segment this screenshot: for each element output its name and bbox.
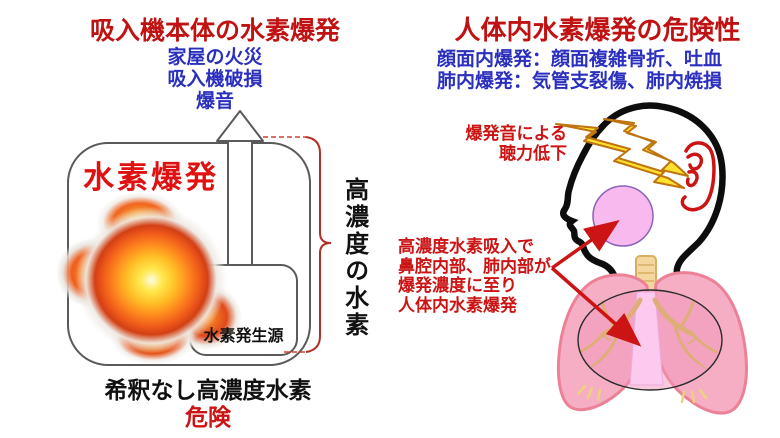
right-section-title: 人体内水素爆発の危険性 xyxy=(454,15,741,45)
lightning-icon xyxy=(555,118,689,189)
left-risk-item: 吸入機破損 xyxy=(167,68,263,90)
alveoli-icon xyxy=(576,384,708,404)
focus-ellipse xyxy=(577,289,723,391)
up-arrow-icon xyxy=(216,110,264,142)
bronchi-icon xyxy=(578,297,718,369)
right-risk-item: 顔面内爆発：顔面複雑骨折、吐血 xyxy=(437,49,723,70)
outlet-tube xyxy=(227,140,253,266)
pointer-arrow-cavity xyxy=(550,219,620,270)
lungs-icon xyxy=(556,271,748,415)
explosion-core xyxy=(64,202,232,358)
left-risk-item: 家屋の火災 xyxy=(167,47,263,68)
hearing-loss-note: 爆発音による 聴力低下 xyxy=(443,124,568,163)
internal-explosion-note: 高濃度水素吸入で 鼻腔内部、肺内部が 爆発濃度に至り 人体内水素爆発 xyxy=(398,237,551,315)
left-risk-item: 爆音 xyxy=(195,90,234,112)
brace-icon xyxy=(305,136,332,353)
oral-cavity-circle xyxy=(592,185,654,247)
ear-icon xyxy=(680,141,716,212)
hearing-note-line: 爆発音による xyxy=(465,124,568,143)
body-note-line: 爆発濃度に至り xyxy=(398,276,517,296)
left-risk-list: 家屋の火災 吸入機破損 爆音 xyxy=(55,47,375,113)
explosion-fireball-icon xyxy=(54,190,244,366)
bottom-caption: 希釈なし高濃度水素 xyxy=(104,377,312,403)
body-note-line: 人体内水素爆発 xyxy=(398,295,517,315)
left-section-title: 吸入機本体の水素爆発 xyxy=(89,17,340,45)
body-note-line: 高濃度水素吸入で xyxy=(398,237,534,256)
body-note-line: 鼻腔内部、肺内部が xyxy=(398,256,551,276)
right-risk-list: 顔面内爆発：顔面複雑骨折、吐血 肺内爆発：気管支裂傷、肺内焼損 xyxy=(437,49,772,93)
hydrogen-source-label: 水素発生源 xyxy=(203,328,284,345)
right-risk-item: 肺内爆発：気管支裂傷、肺内焼損 xyxy=(437,70,723,92)
explosion-label: 水素爆発 xyxy=(83,160,219,195)
danger-warning: 危険 xyxy=(185,404,231,430)
outlet-tube-gap xyxy=(229,139,251,267)
pointer-arrow-lungs xyxy=(550,266,642,347)
high-concentration-side-label: 高濃度の水素 xyxy=(340,177,368,339)
hearing-note-line: 聴力低下 xyxy=(499,143,567,163)
